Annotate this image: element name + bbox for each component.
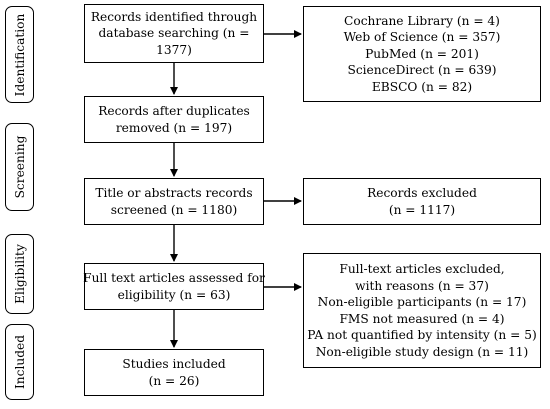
excluded-line-2: (n = 1117) <box>388 202 456 217</box>
full-text-line-2: eligibility (n = 63) <box>117 287 231 302</box>
after-duplicates-line-2: removed (n = 197) <box>115 120 233 135</box>
records-identified-line-1: Records identified through <box>90 9 258 24</box>
stage-included: Included <box>5 324 34 400</box>
records-identified-line-3: 1377) <box>156 42 192 57</box>
stage-screening: Screening <box>5 123 34 211</box>
box-records-identified: Records identified through database sear… <box>84 4 264 63</box>
box-records-excluded: Records excluded (n = 1117) <box>303 178 541 225</box>
full-text-excluded-line-6: Non-eligible study design (n = 11) <box>315 344 529 359</box>
full-text-excluded-line-1: Full-text articles excluded, <box>339 262 505 276</box>
box-databases: Cochrane Library (n = 4) Web of Science … <box>303 6 541 102</box>
database-ebsco: EBSCO (n = 82) <box>371 79 473 94</box>
full-text-excluded-line-5: PA not quantified by intensity (n = 5) <box>307 328 537 342</box>
box-studies-included: Studies included (n = 26) <box>84 349 264 396</box>
box-screened: Title or abstracts records screened (n =… <box>84 178 264 225</box>
stage-identification: Identification <box>5 6 34 103</box>
full-text-line-1: Full text articles assessed for <box>83 271 265 285</box>
screened-line-1: Title or abstracts records <box>95 186 253 200</box>
database-pubmed: PubMed (n = 201) <box>365 46 479 61</box>
database-cochrane: Cochrane Library (n = 4) <box>344 13 500 28</box>
full-text-excluded-line-4: FMS not measured (n = 4) <box>339 311 505 326</box>
screened-line-2: screened (n = 1180) <box>110 202 238 217</box>
full-text-excluded-line-2: with reasons (n = 37) <box>355 278 489 293</box>
after-duplicates-line-1: Records after duplicates <box>98 104 250 118</box>
box-after-duplicates: Records after duplicates removed (n = 19… <box>84 96 264 143</box>
box-full-text: Full text articles assessed for eligibil… <box>83 263 265 310</box>
included-line-2: (n = 26) <box>148 373 200 388</box>
excluded-line-1: Records excluded <box>367 186 477 200</box>
database-sciencedirect: ScienceDirect (n = 639) <box>347 63 497 78</box>
stage-eligibility: Eligibility <box>5 234 34 314</box>
records-identified-line-2: database searching (n = <box>98 26 250 41</box>
database-web-of-science: Web of Science (n = 357) <box>343 30 501 45</box>
full-text-excluded-line-3: Non-eligible participants (n = 17) <box>317 295 527 309</box>
included-line-1: Studies included <box>122 357 226 371</box>
box-full-text-excluded: Full-text articles excluded, with reason… <box>303 253 541 368</box>
